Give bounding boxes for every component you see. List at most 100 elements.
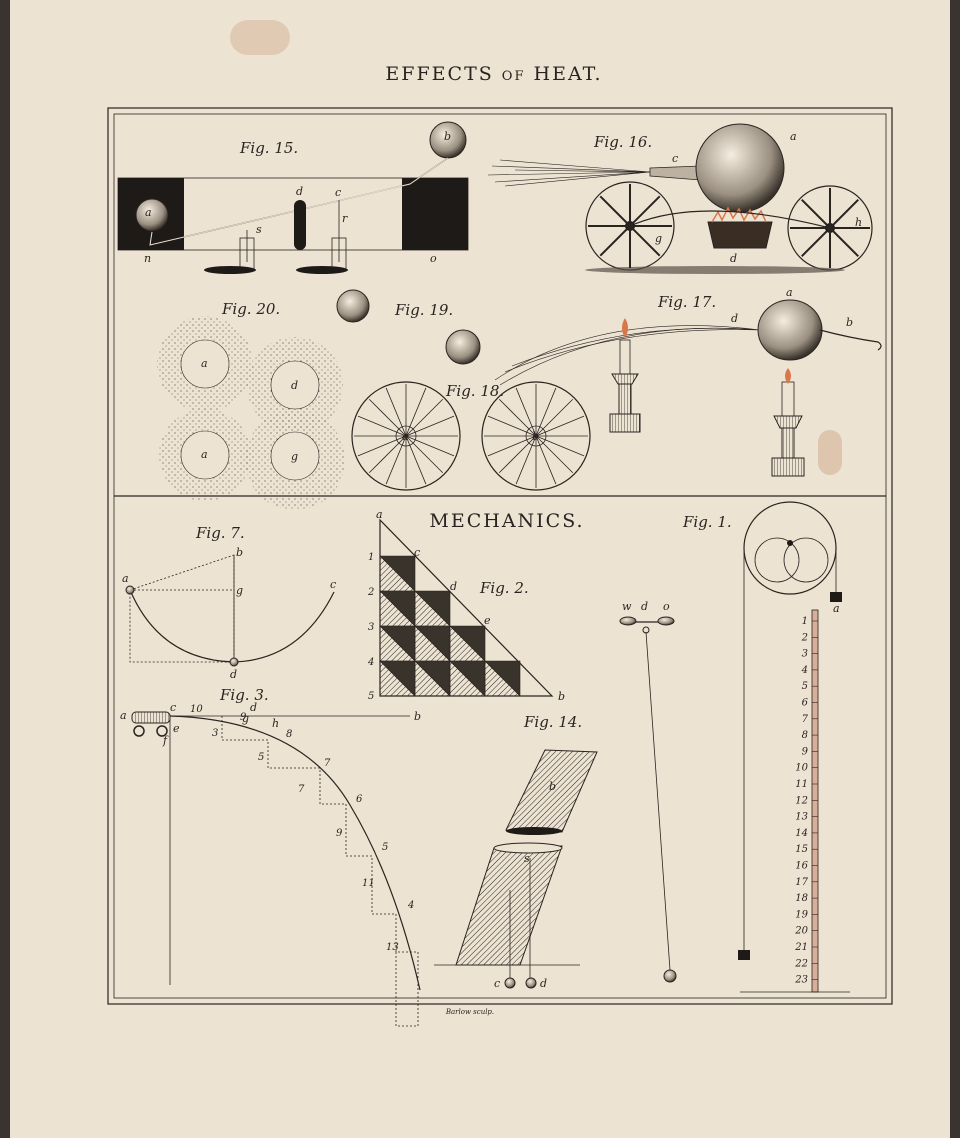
fig-7-g: g <box>236 584 243 597</box>
outer-frame <box>107 107 893 1005</box>
fig-3-a: a <box>120 709 127 722</box>
fig-3-step-number: 9 <box>240 712 247 723</box>
fig-7-b: b <box>236 546 243 559</box>
fig-1-scale-bar <box>811 609 819 993</box>
fig-1-scale-number: 4 <box>801 665 808 676</box>
fig-3-label: Fig. 3. <box>219 686 269 704</box>
fig-17-bulb <box>757 299 823 361</box>
fig-18-spoke <box>487 435 537 457</box>
fig-16-spoke <box>829 227 859 257</box>
fig-18-spoke <box>405 435 427 485</box>
fig-7-label: Fig. 7. <box>195 524 245 542</box>
fig-3-step-number: 7 <box>324 758 331 769</box>
fig-3-step-number: 11 <box>362 878 375 889</box>
fig-3-step-number: 6 <box>356 794 363 805</box>
fig-7: Fig. 7. a b c d g <box>122 524 336 681</box>
fig-14-c: c <box>494 977 500 990</box>
fig-3-steps <box>221 716 419 1027</box>
fig-2: Fig. 2. a b c d e 1 2 3 4 5 <box>367 508 565 703</box>
fig-14-b: b <box>549 780 556 793</box>
fig-16-label: Fig. 16. <box>593 133 652 151</box>
engraver-credit: Barlow sculp. <box>445 1008 494 1016</box>
fig-2-cell <box>449 660 486 697</box>
fig-2-shaded-cells <box>379 555 521 697</box>
pendulum-d: d <box>641 600 648 613</box>
fig-16-spoke <box>829 199 859 229</box>
fig-1-scale-number: 16 <box>795 861 808 872</box>
fig-17-jet <box>494 325 761 381</box>
fig-19-bulb-left <box>336 289 370 323</box>
fig-7-d: d <box>230 668 237 681</box>
fig-7-ball-a <box>125 585 135 595</box>
pendulum: w d o <box>619 600 677 983</box>
fig-1-scale-number: 19 <box>795 909 808 920</box>
fig-18-spoke <box>405 398 444 437</box>
fig-3-step-number: 8 <box>286 729 292 740</box>
fig-17-label: Fig. 17. <box>657 293 716 311</box>
fig-18-spoke <box>385 435 407 485</box>
fig-18-spoke <box>535 415 585 437</box>
fig-14-upper-cylinder <box>505 749 598 833</box>
fig-18-spoke <box>498 398 537 437</box>
fig-1-scale-number: 5 <box>802 681 808 692</box>
fig-20-d: d <box>291 379 298 392</box>
fig-1-a: a <box>833 602 840 615</box>
fig-15-shadow <box>204 266 256 274</box>
fig-20-ball-1 <box>180 339 230 389</box>
fig-1-scale-number: 15 <box>795 844 808 855</box>
fig-18-spoke <box>385 387 407 437</box>
fig-15-right-block <box>402 178 468 250</box>
fig-14-label: Fig. 14. <box>523 713 582 731</box>
fig-2-1: 1 <box>368 552 374 563</box>
fig-1: Fig. 1. a 123456789101112131415161718192… <box>682 501 850 993</box>
fig-16-fire <box>707 221 773 249</box>
fig-3-f: f <box>162 734 169 747</box>
fig-1-scale-number: 23 <box>794 975 808 986</box>
fig-1-label: Fig. 1. <box>682 513 732 531</box>
fig-15-s: s <box>256 223 262 236</box>
fig-2-5: 5 <box>368 691 374 702</box>
fig-17-d: d <box>731 312 738 325</box>
fig-1-scale-number: 3 <box>802 649 808 660</box>
fig-1-scale-number: 12 <box>795 795 808 806</box>
fig-18-spoke <box>498 435 537 474</box>
fig-15-label: Fig. 15. <box>239 139 298 157</box>
fig-3-e: e <box>173 722 180 735</box>
fig-15-tube-inner <box>149 157 449 246</box>
fig-7-c: c <box>330 578 336 591</box>
fig-3-step-number: 5 <box>382 842 388 853</box>
fig-20-ball-2 <box>270 360 320 410</box>
fig-16: Fig. 16. a c d g h <box>487 123 873 274</box>
fig-18-spoke <box>515 435 537 485</box>
fig-2-d: d <box>450 580 457 593</box>
fig-14-s: s <box>524 852 530 865</box>
fig-2-3: 3 <box>368 622 374 633</box>
fig-18-spoke <box>368 398 407 437</box>
fig-14-bob-c <box>504 977 516 989</box>
fig-15: Fig. 15. a b c d r s n o <box>117 121 469 274</box>
fig-2-2: 2 <box>367 587 374 598</box>
fig-18-spoke <box>515 387 537 437</box>
pendulum-o: o <box>663 600 670 613</box>
fig-3-step-number: 3 <box>212 728 218 739</box>
fig-16-axle <box>629 210 831 229</box>
fig-1-weight-bottom <box>738 950 750 960</box>
paper-stain <box>818 430 842 475</box>
fig-1-scale-number: 2 <box>801 632 808 643</box>
fig-17-b: b <box>846 316 853 329</box>
fig-14-upper-base <box>506 827 562 835</box>
fig-1-scale-number: 7 <box>802 714 809 725</box>
fig-17-candle-left <box>609 318 641 433</box>
fig-16-globe <box>695 123 785 213</box>
fig-20-a2: a <box>201 448 208 461</box>
fig-19-bulb-right <box>445 329 481 365</box>
fig-1-hub <box>787 540 793 546</box>
fig-3-step-number: 7 <box>298 784 305 795</box>
fig-15-bulb-a <box>135 198 169 232</box>
fig-20-ball-4 <box>270 431 320 481</box>
fig-1-scale-number: 21 <box>794 942 808 953</box>
fig-15-pivot <box>294 200 306 250</box>
fig-20-g: g <box>291 450 298 463</box>
